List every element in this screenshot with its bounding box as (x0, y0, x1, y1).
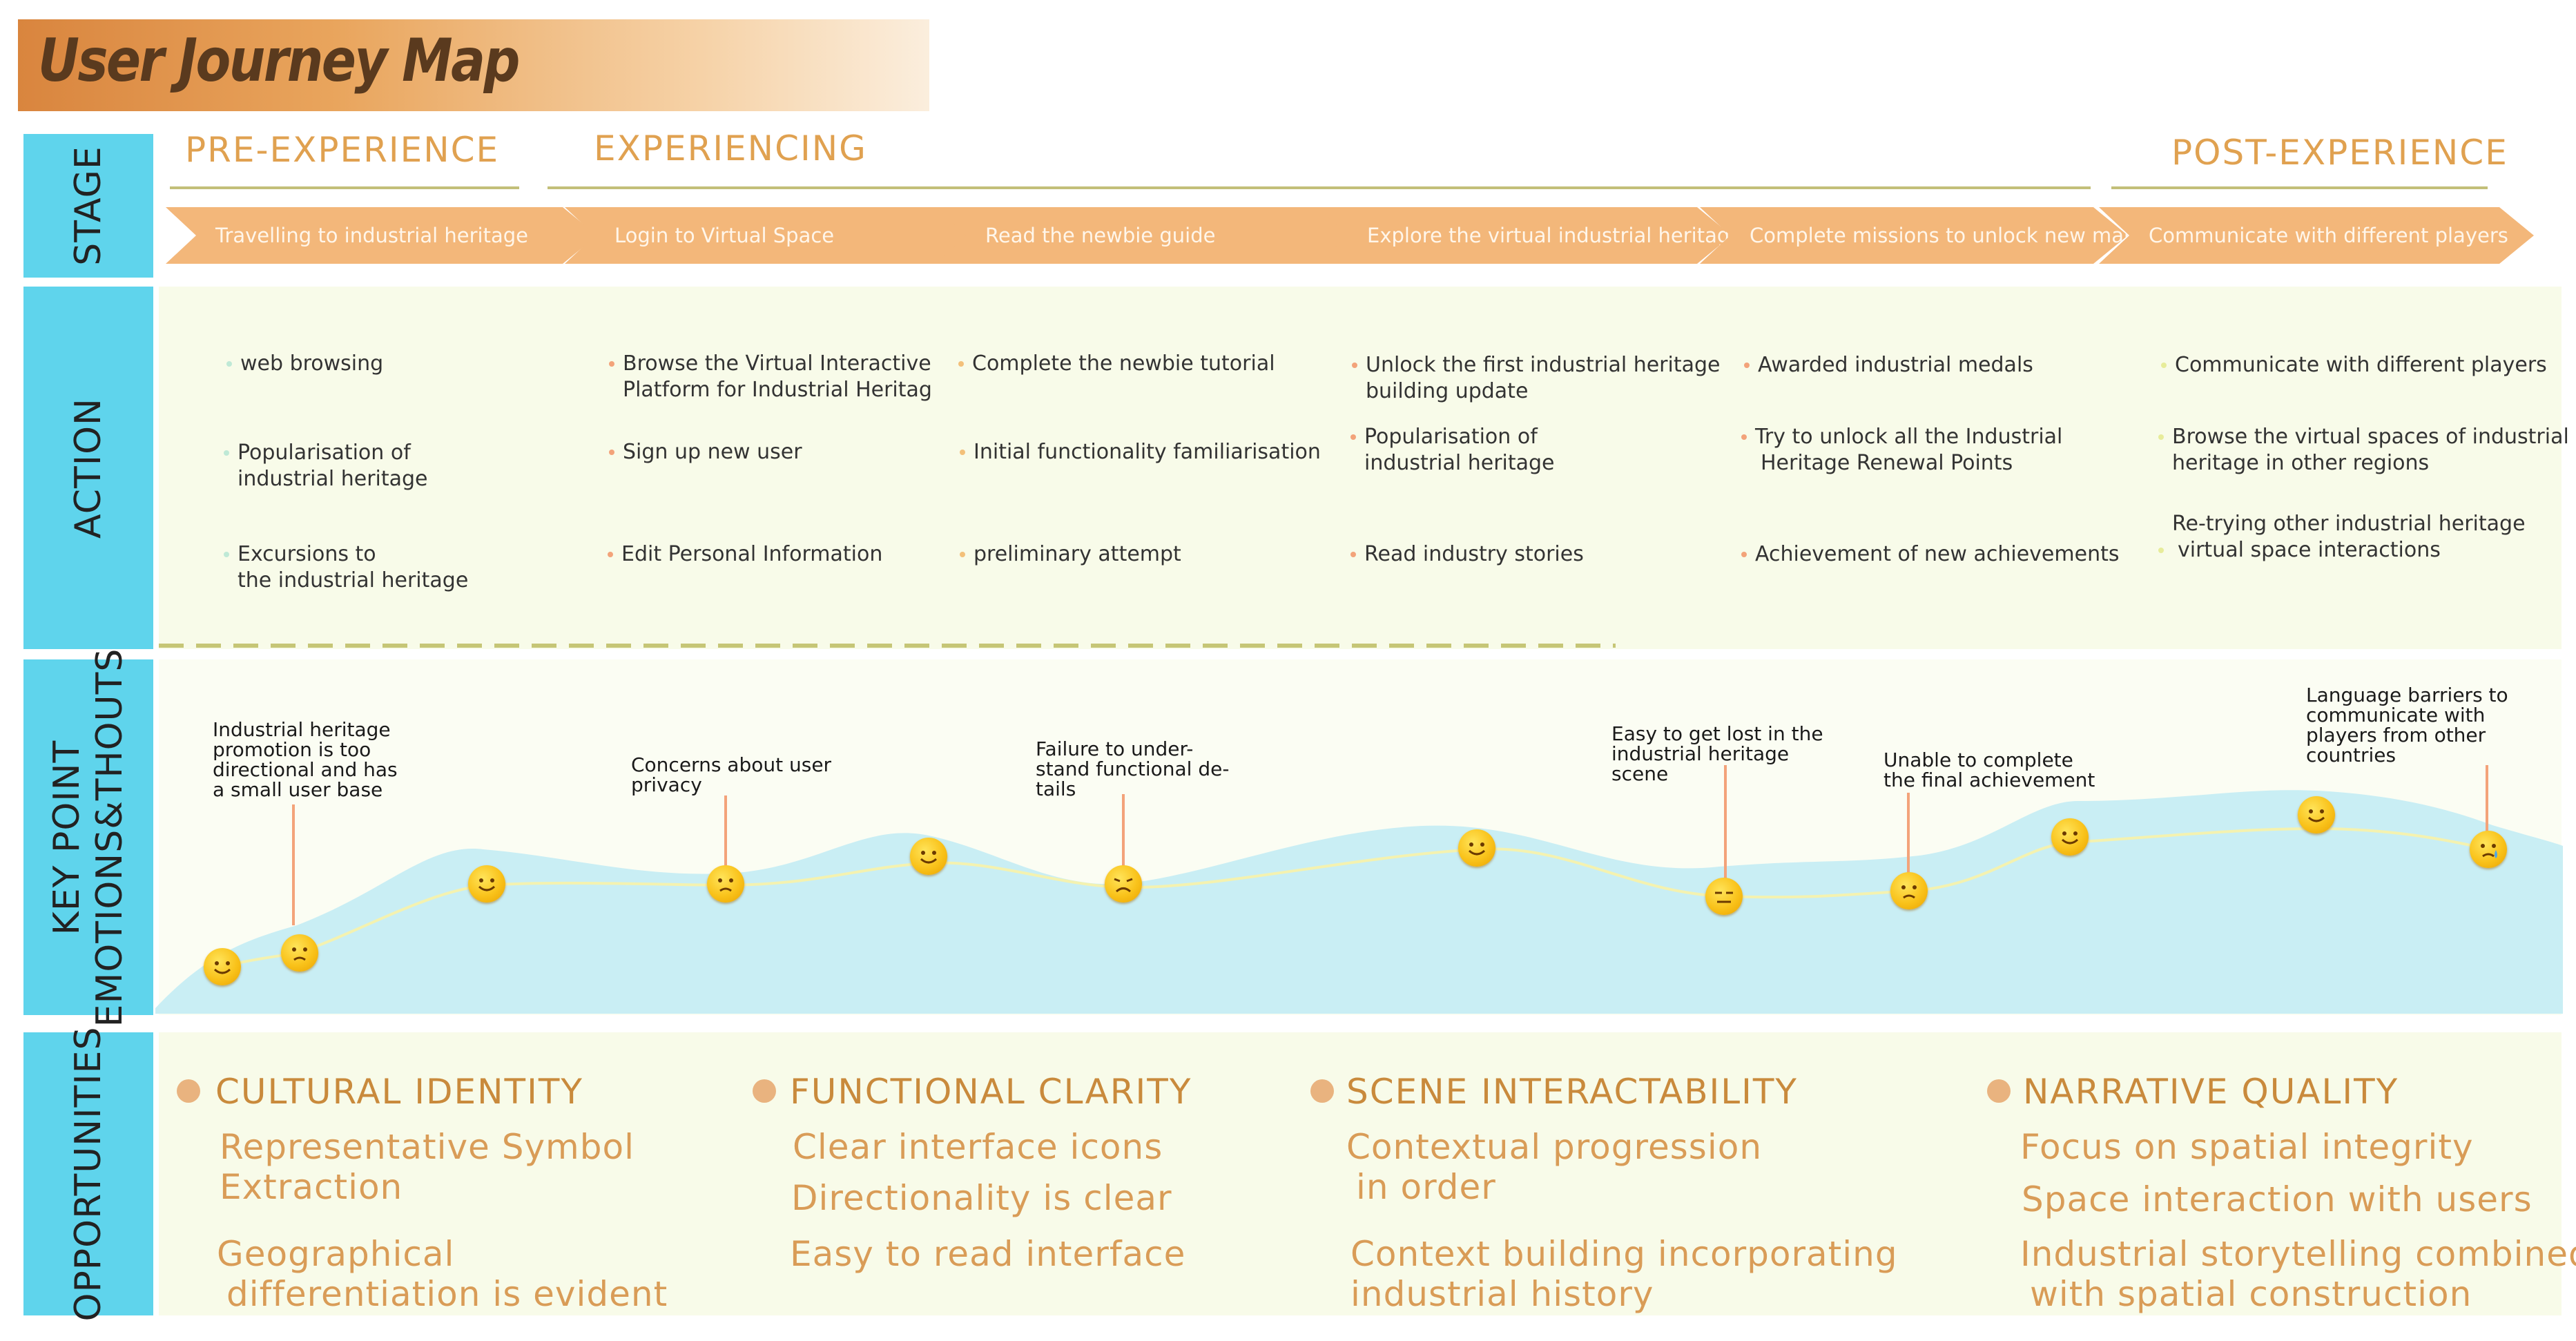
pain-point-note: Failure to under-stand functional de-tai… (1036, 737, 1230, 800)
step-chevron-6: Communicate with different players (2099, 207, 2534, 264)
step-chevron-3: Read the newbie guide (936, 207, 1357, 264)
pain-point-pin (1907, 793, 1910, 891)
bullet-dot-icon (177, 1079, 200, 1103)
opportunities-row-label: OPPORTUNITIES (23, 1027, 153, 1321)
opportunity-item: Clear interface icons (793, 1127, 1163, 1167)
action-item: Sign up new user (609, 439, 802, 465)
action-item: Read industry stories (1350, 541, 1584, 568)
action-item: preliminary attempt (960, 541, 1181, 568)
phase-divider-post (2111, 186, 2488, 189)
opportunity-heading: SCENE INTERACTABILITY (1346, 1072, 1798, 1112)
bullet-dot-icon (1310, 1079, 1334, 1103)
action-item: Awarded industrial medals (1744, 352, 2033, 378)
step-label-4: Explore the virtual industrial heritage (1367, 224, 1743, 247)
opportunity-heading: CULTURAL IDENTITY (215, 1072, 583, 1112)
dashed-separator (159, 644, 1616, 648)
step-label-3: Read the newbie guide (985, 224, 1216, 247)
frown-face-icon (1105, 865, 1142, 903)
bullet-dot-icon (753, 1079, 776, 1103)
crying-face-icon (2470, 831, 2507, 868)
opportunity-heading: FUNCTIONAL CLARITY (790, 1072, 1192, 1112)
happy-face-icon (910, 838, 947, 875)
stage-row-label: STAGE (23, 134, 153, 278)
pain-point-pin (1122, 794, 1125, 884)
emotion-line (222, 827, 2490, 968)
bullet-dot-icon (1987, 1079, 2011, 1103)
action-row-bg (159, 287, 2562, 649)
step-label-5: Complete missions to unlock new maps (1750, 224, 2147, 247)
phase-pre-experience: PRE-EXPERIENCE (185, 130, 500, 170)
pain-point-pin (724, 795, 727, 882)
sad-face-icon (707, 865, 744, 903)
opportunity-item: Space interaction with users (2022, 1179, 2533, 1219)
title-banner (18, 19, 929, 111)
step-chevron-4: Explore the virtual industrial heritage (1317, 207, 1732, 264)
pain-point-pin (1724, 765, 1727, 896)
action-item: web browsing (226, 351, 383, 377)
emotion-wave-area (155, 790, 2563, 1014)
action-row-label: ACTION (23, 287, 153, 649)
step-label-2: Login to Virtual Space (614, 224, 835, 247)
step-chevron-5: Complete missions to unlock new maps (1700, 207, 2128, 264)
happy-face-icon (2298, 796, 2335, 833)
opportunity-item: Easy to read interface (790, 1234, 1186, 1274)
neutral-face-icon (1705, 878, 1743, 915)
happy-face-icon (204, 948, 241, 985)
phase-divider-pre (170, 186, 519, 189)
step-chevron-2: Login to Virtual Space (565, 207, 972, 264)
step-label-6: Communicate with different players (2149, 224, 2508, 247)
pain-point-pin (2486, 765, 2488, 849)
action-item: Edit Personal Information (608, 541, 882, 568)
opportunities-row-bg (159, 1032, 2562, 1315)
opportunity-heading: NARRATIVE QUALITY (2023, 1072, 2399, 1112)
step-label-1: Travelling to industrial heritage (215, 224, 528, 247)
step-chevron-1: Travelling to industrial heritage (166, 207, 597, 264)
sad-face-icon (281, 934, 318, 972)
happy-face-icon (468, 865, 505, 903)
action-item: Complete the newbie tutorial (958, 351, 1275, 377)
sad-face-icon (1890, 872, 1928, 909)
phase-post-experience: POST-EXPERIENCE (2171, 133, 2508, 173)
action-item: Communicate with different players (2161, 352, 2547, 378)
action-item: Achievement of new achievements (1741, 541, 2119, 568)
pain-point-pin (292, 804, 295, 925)
happy-face-icon (2051, 818, 2089, 856)
happy-face-icon (1458, 829, 1495, 867)
opportunity-item: Focus on spatial integrity (2020, 1127, 2474, 1167)
phase-divider-experiencing (548, 186, 2091, 189)
phase-experiencing: EXPERIENCING (594, 128, 867, 168)
action-item: Initial functionality familiarisation (960, 439, 1321, 465)
opportunity-item: Directionality is clear (791, 1178, 1172, 1218)
page-title: User Journey Map (38, 26, 520, 95)
